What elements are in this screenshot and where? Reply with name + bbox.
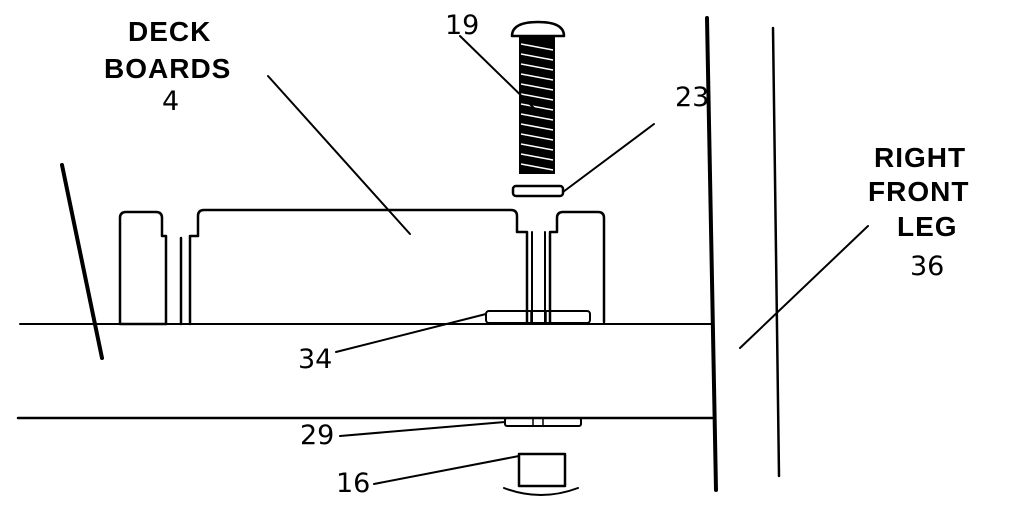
deck-boards-number: 4 bbox=[162, 86, 180, 117]
leader-deck-boards bbox=[267, 75, 411, 235]
plate-part-34 bbox=[485, 310, 591, 324]
leader-23 bbox=[562, 123, 655, 193]
leg-left-edge bbox=[705, 16, 718, 492]
leg-right-edge bbox=[771, 26, 781, 478]
part-16-number: 16 bbox=[336, 468, 371, 499]
part-34-number: 34 bbox=[298, 344, 333, 375]
nut-part-16 bbox=[503, 452, 579, 496]
part-29-number: 29 bbox=[300, 420, 335, 451]
leader-leg bbox=[739, 225, 869, 349]
deck-boards-label-line2: BOARDS bbox=[104, 53, 232, 84]
left-slant-line bbox=[60, 163, 104, 360]
leader-34 bbox=[335, 313, 487, 353]
bolt-part-19 bbox=[510, 20, 566, 174]
leader-16 bbox=[373, 455, 520, 485]
deck-board-right bbox=[548, 210, 606, 324]
leg-number: 36 bbox=[910, 251, 945, 282]
leg-label-line3: LEG bbox=[897, 211, 958, 242]
leader-19 bbox=[459, 35, 539, 113]
washer-part-23 bbox=[511, 184, 565, 198]
deck-board-left bbox=[118, 210, 168, 326]
bolt-number: 19 bbox=[445, 10, 480, 41]
deck-boards-label-line1: DECK bbox=[128, 16, 212, 47]
washer-23-number: 23 bbox=[675, 82, 710, 113]
deck-board-center bbox=[188, 208, 529, 326]
leader-29 bbox=[339, 421, 506, 437]
leg-label-line2: FRONT bbox=[868, 176, 970, 207]
leg-label-line1: RIGHT bbox=[874, 142, 967, 173]
